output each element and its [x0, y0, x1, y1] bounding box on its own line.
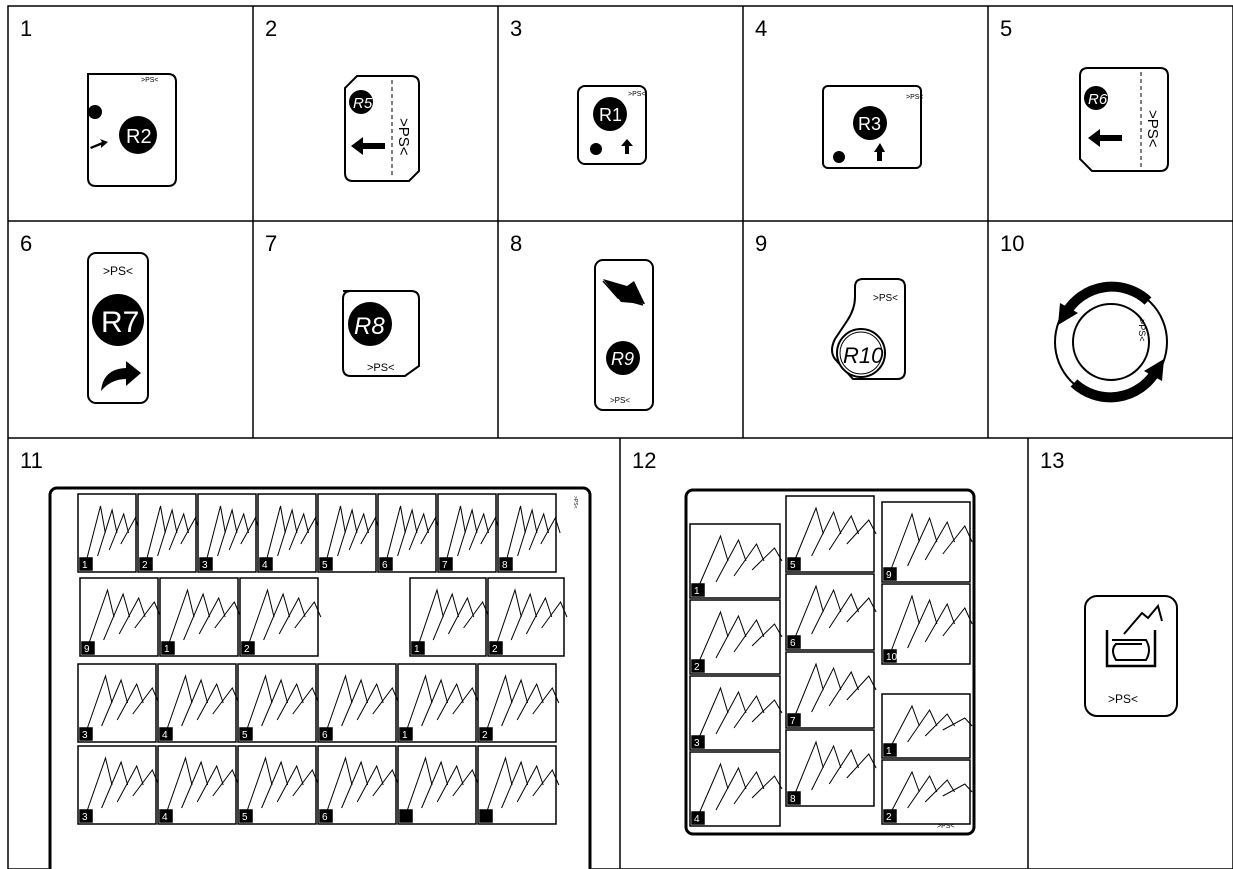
decal-r9: R9 >PS< — [498, 221, 743, 438]
ps-mark: >PS< — [1144, 110, 1161, 148]
r3-label: R3 — [858, 114, 881, 134]
step-number: 1 — [414, 644, 420, 655]
step-badge — [480, 810, 492, 822]
cell-13: 13 >PS< — [1028, 438, 1233, 869]
step-number: 3 — [82, 730, 88, 741]
ps-mark: >PS< — [367, 362, 395, 374]
step-number: 4 — [694, 814, 700, 825]
step-number: 5 — [242, 730, 248, 741]
r6-label: R6 — [1088, 91, 1108, 108]
tray-icon-label: >PS< — [1028, 438, 1233, 869]
step-number: 5 — [242, 812, 248, 823]
cell-1: 1 >PS< R2 — [8, 6, 253, 221]
step-number: 9 — [886, 570, 892, 581]
step-number: 2 — [142, 560, 148, 571]
step-number: 6 — [322, 730, 328, 741]
step-number: 6 — [790, 638, 796, 649]
rotate-knob-icon: >PS< — [988, 221, 1233, 438]
decal-r6: R6 >PS< — [988, 6, 1233, 221]
r2-label: R2 — [126, 126, 152, 148]
ps-mark: >PS< — [610, 396, 630, 405]
step-number: 1 — [164, 644, 170, 655]
cell-5: 5 R6 >PS< — [988, 6, 1233, 221]
cell-4: 4 >PS< R3 — [743, 6, 988, 221]
step-number: 8 — [790, 794, 796, 805]
step-number: 5 — [790, 560, 796, 571]
r10-label: R10 — [843, 343, 884, 368]
ps-mark: >PS< — [1108, 692, 1138, 706]
cell-10: 10 >PS< — [988, 221, 1233, 438]
r1-label: R1 — [599, 105, 622, 125]
ps-mark: >PS< — [572, 496, 578, 509]
step-number: 7 — [442, 560, 448, 571]
r8-label: R8 — [354, 313, 385, 340]
r7-label: R7 — [101, 306, 139, 339]
ps-mark: >PS< — [103, 264, 133, 278]
ps-mark: >PS< — [395, 118, 412, 156]
ps-mark: >PS< — [873, 293, 898, 304]
step-number: 2 — [244, 644, 250, 655]
cell-8: 8 R9 >PS< — [498, 221, 743, 438]
step-number: 1 — [886, 746, 892, 757]
cell-9: 9 >PS< R10 — [743, 221, 988, 438]
cell-6: 6 >PS< R7 — [8, 221, 253, 438]
jam-removal-label-medium: >PS< 1234567891012 — [620, 438, 1028, 869]
step-number: 5 — [322, 560, 328, 571]
step-number: 3 — [202, 560, 208, 571]
step-number: 2 — [492, 644, 498, 655]
r9-label: R9 — [611, 349, 634, 369]
decal-r8: R8 >PS< — [253, 221, 498, 438]
step-number: 2 — [482, 730, 488, 741]
decal-r7: >PS< R7 — [8, 221, 253, 438]
step-number: 7 — [790, 716, 796, 727]
step-badge — [400, 810, 412, 822]
step-number: 2 — [886, 812, 892, 823]
step-number: 8 — [502, 560, 508, 571]
cell-7: 7 R8 >PS< — [253, 221, 498, 438]
ps-mark: >PS< — [906, 94, 924, 101]
decal-r1: >PS< R1 — [498, 6, 743, 221]
cell-2: 2 R5 >PS< — [253, 6, 498, 221]
step-number: 2 — [694, 662, 700, 673]
step-number: 4 — [162, 730, 168, 741]
ps-mark: >PS< — [141, 77, 159, 84]
ps-mark: >PS< — [628, 91, 646, 98]
step-frames: 1 2 3 4 5 6 7 8 9 10 1 2 — [690, 496, 972, 826]
step-number: 3 — [694, 738, 700, 749]
jam-removal-label-large: >PS< 1 2 3 4 5 6 7 8 9 1 2 1 2 3 4 5 6 1 2 3 4 5 6 — [8, 438, 620, 869]
decal-r10: >PS< R10 — [743, 221, 988, 438]
step-number: 1 — [694, 586, 700, 597]
step-number: 1 — [82, 560, 88, 571]
decal-r2: >PS< R2 — [8, 6, 253, 221]
cell-11: 1 1 >PS< 1 2 3 4 5 6 7 8 9 1 2 1 2 3 4 5 6 1 2 3 4 5 6 — [8, 438, 620, 869]
decal-r5: R5 >PS< — [253, 6, 498, 221]
decal-r3: >PS< R3 — [743, 6, 988, 221]
step-number: 1 — [402, 730, 408, 741]
step-number: 4 — [162, 812, 168, 823]
step-number: 10 — [886, 652, 898, 663]
cell-3: 3 >PS< R1 — [498, 6, 743, 221]
step-number: 6 — [382, 560, 388, 571]
ps-mark: >PS< — [1137, 319, 1147, 342]
step-number: 9 — [84, 644, 90, 655]
step-number: 4 — [262, 560, 268, 571]
r5-label: R5 — [353, 95, 373, 112]
step-number: 6 — [322, 812, 328, 823]
step-number: 3 — [82, 812, 88, 823]
